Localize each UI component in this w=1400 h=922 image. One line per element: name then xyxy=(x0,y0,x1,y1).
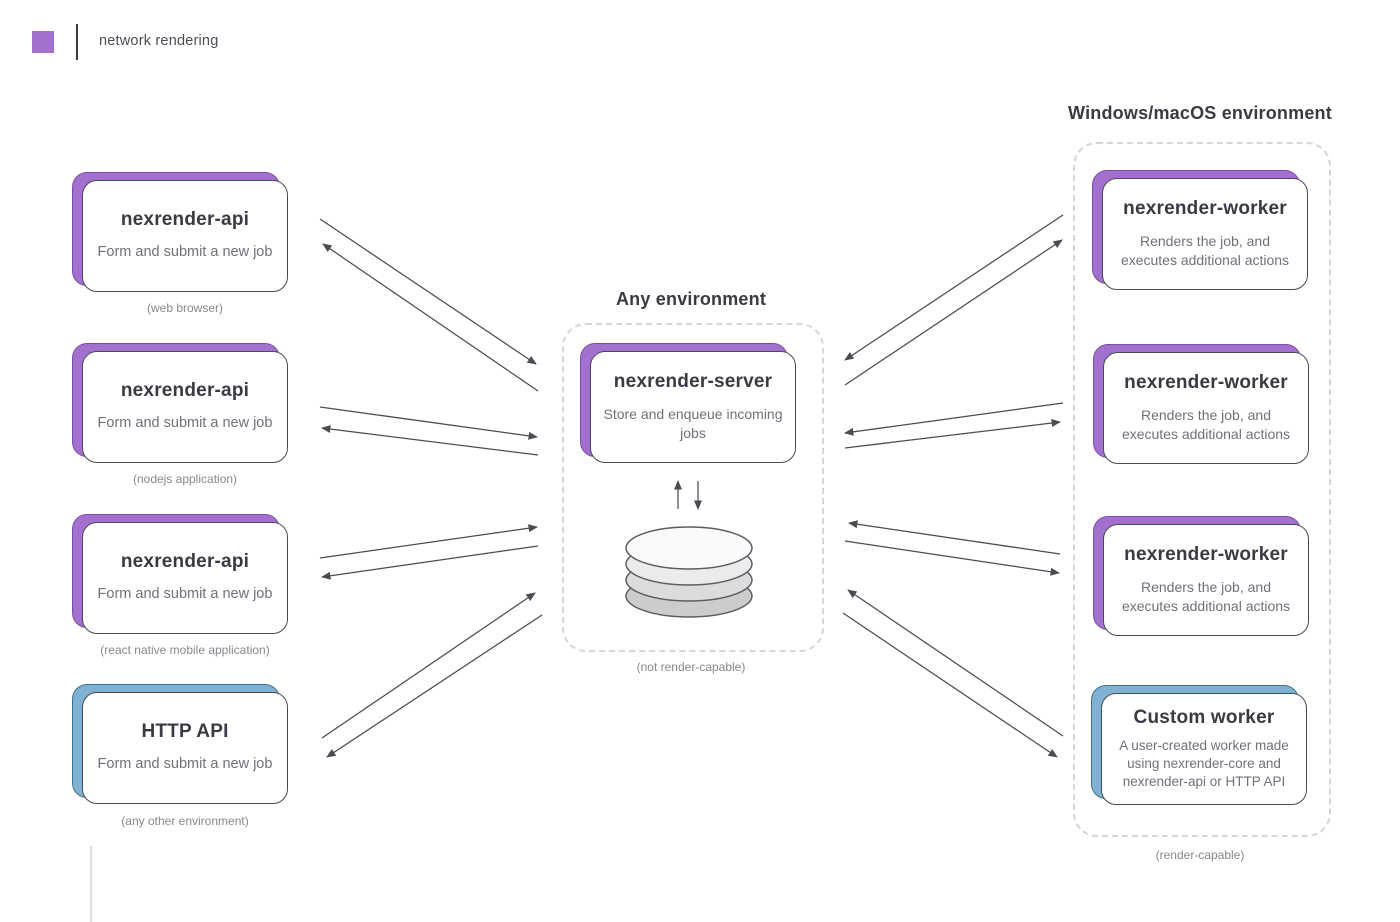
arrow-server-to-customworker xyxy=(842,612,1058,758)
arrow-customworker-to-server xyxy=(847,589,1064,737)
brand-logo-icon xyxy=(32,31,54,53)
right-env-caption: (render-capable) xyxy=(1155,848,1245,862)
brand-title: network rendering xyxy=(99,33,219,49)
arrow-server-to-worker3 xyxy=(844,540,1060,576)
arrow-httpapi-to-server xyxy=(321,592,536,739)
node-subtitle: Form and submit a new job xyxy=(97,586,273,603)
arrow-server-to-worker1 xyxy=(844,239,1063,386)
windows-macos-environment-container xyxy=(1073,142,1331,837)
arrow-server-to-nodejs xyxy=(321,425,539,456)
arrow-worker3-to-server xyxy=(848,520,1061,555)
arrow-worker2-to-server xyxy=(844,402,1064,436)
node-title: Custom worker xyxy=(1133,706,1275,728)
any-environment-container xyxy=(562,323,824,652)
arrow-worker1-to-server xyxy=(844,214,1064,361)
node-subtitle: Renders the job, and executes additional… xyxy=(1120,233,1290,268)
server-title: nexrender-server xyxy=(613,371,773,393)
node-caption: (any other environment) xyxy=(121,814,249,828)
node-title: HTTP API xyxy=(141,721,229,743)
node-nexrender-worker-2: nexrender-worker Renders the job, and ex… xyxy=(1093,344,1309,464)
left-edge-rule xyxy=(90,846,92,922)
arrow-server-to-httpapi xyxy=(326,614,543,758)
any-environment-label: Any environment xyxy=(615,289,767,309)
node-subtitle: Form and submit a new job xyxy=(97,756,273,773)
server-subtitle: Store and enqueue incoming jobs xyxy=(603,406,783,441)
node-subtitle: Renders the job, and executes additional… xyxy=(1121,407,1291,442)
windows-macos-environment-label: Windows/macOS environment xyxy=(1068,103,1332,123)
arrow-reactnative-to-server xyxy=(319,524,538,559)
node-title: nexrender-api xyxy=(120,551,250,573)
node-caption: (react native mobile application) xyxy=(100,643,270,657)
node-title: nexrender-worker xyxy=(1123,198,1287,220)
database-cylinder-icon xyxy=(625,526,753,618)
center-env-caption: (not render-capable) xyxy=(636,660,746,674)
node-title: nexrender-worker xyxy=(1124,544,1288,566)
node-subtitle: Form and submit a new job xyxy=(97,244,273,261)
header: network rendering xyxy=(0,0,1400,84)
node-title: nexrender-api xyxy=(120,380,250,402)
node-nexrender-worker-1: nexrender-worker Renders the job, and ex… xyxy=(1092,170,1308,290)
node-subtitle: Renders the job, and executes additional… xyxy=(1121,579,1291,614)
node-caption: (nodejs application) xyxy=(132,472,238,486)
arrow-nodejs-to-server xyxy=(319,406,538,440)
node-subtitle: Form and submit a new job xyxy=(97,415,273,432)
node-caption: (web browser) xyxy=(146,301,224,315)
node-http-api: HTTP API Form and submit a new job xyxy=(72,684,288,804)
arrow-server-to-webbrowser xyxy=(322,243,539,392)
node-subtitle: A user-created worker made using nexrend… xyxy=(1119,737,1289,790)
node-custom-worker: Custom worker A user-created worker made… xyxy=(1091,685,1307,805)
node-title: nexrender-worker xyxy=(1124,372,1288,394)
arrow-webbrowser-to-server xyxy=(319,218,537,365)
server-node: nexrender-server Store and enqueue incom… xyxy=(580,343,796,463)
node-nexrender-api-nodejs: nexrender-api Form and submit a new job xyxy=(72,343,288,463)
arrow-server-to-worker2 xyxy=(844,419,1061,449)
node-title: nexrender-api xyxy=(120,209,250,231)
node-nexrender-worker-3: nexrender-worker Renders the job, and ex… xyxy=(1093,516,1309,636)
node-nexrender-api-web: nexrender-api Form and submit a new job xyxy=(72,172,288,292)
node-nexrender-api-reactnative: nexrender-api Form and submit a new job xyxy=(72,514,288,634)
brand-divider xyxy=(76,24,78,60)
arrow-server-to-reactnative xyxy=(321,545,539,580)
